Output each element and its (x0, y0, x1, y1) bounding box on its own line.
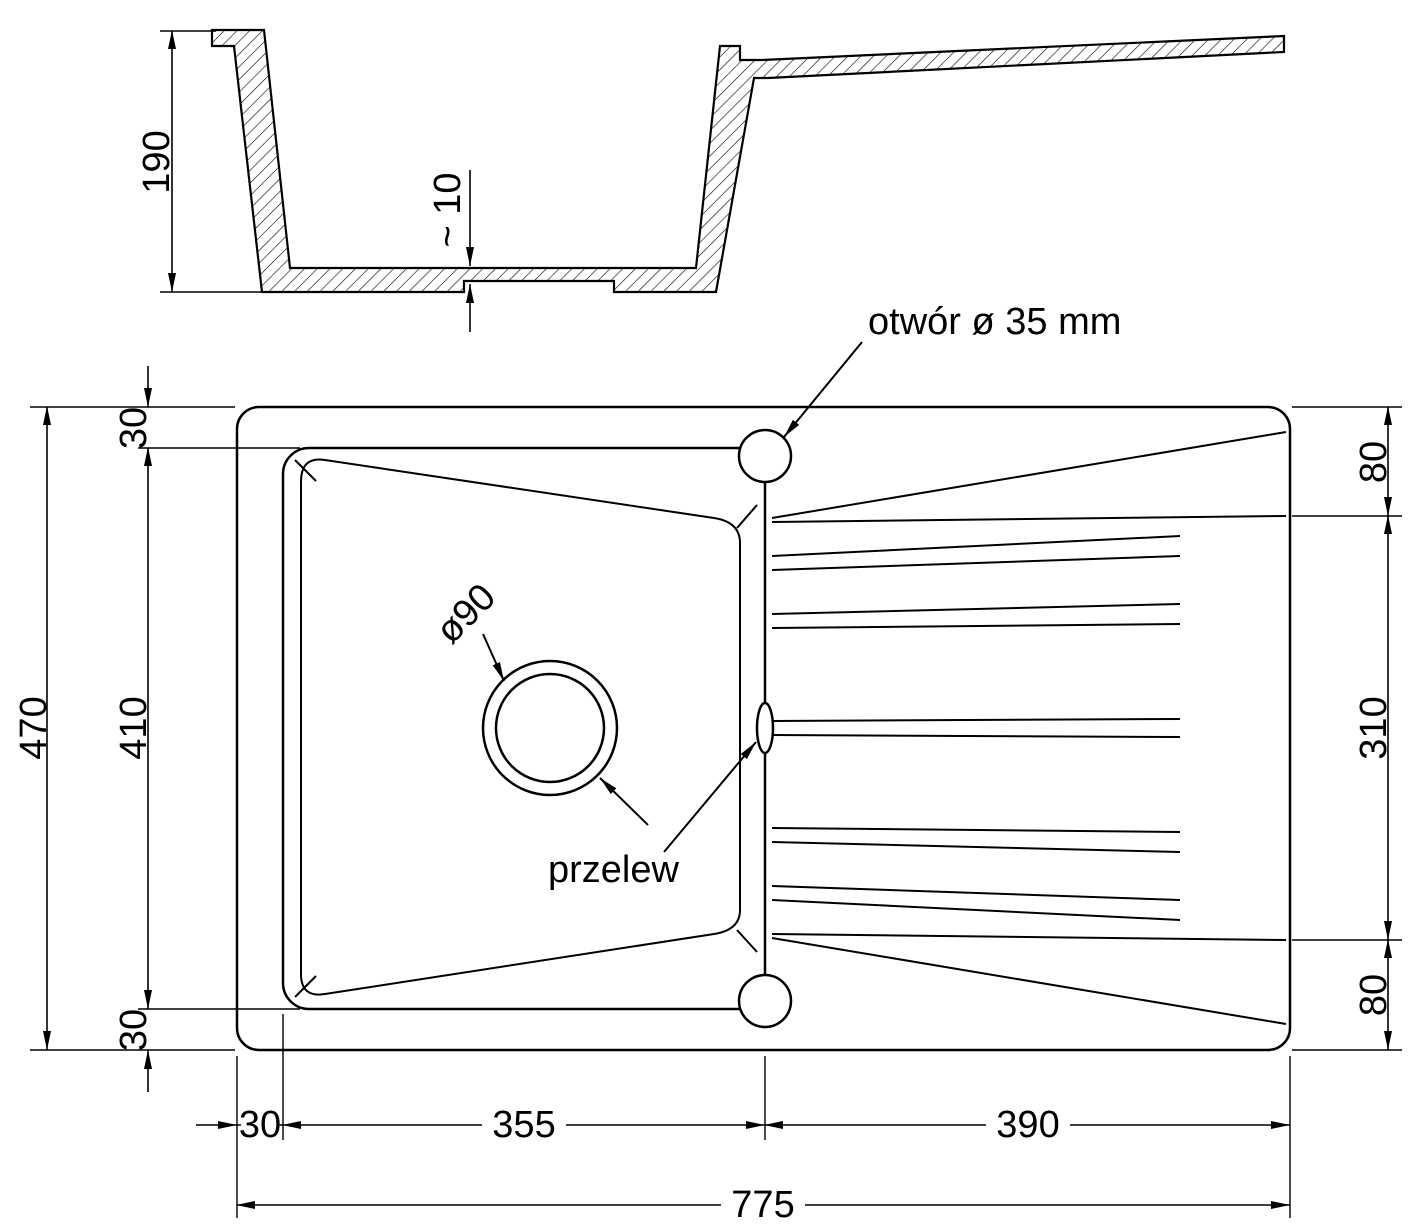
annotation-tap-hole: otwór ø 35 mm (783, 301, 1121, 438)
dim-right-top: 80 (1353, 441, 1395, 483)
overflow-label: przelew (548, 849, 679, 891)
dim-right-bottom: 80 (1353, 974, 1395, 1016)
plan-view: otwór ø 35 mm ø90 przelew (235, 301, 1292, 1052)
bowl-corner-chamfers (294, 459, 758, 998)
bowl-inner-outline (300, 458, 741, 996)
dim-depth-value: 190 (136, 130, 178, 193)
dim-right-middle: 310 (1353, 696, 1395, 759)
tap-hole-label: otwór ø 35 mm (868, 301, 1121, 343)
dim-drainer-width: 390 (996, 1104, 1059, 1146)
dim-bottom-margin: 30 (113, 1009, 155, 1051)
dim-inner-height: 410 (113, 696, 155, 759)
tap-hole-top (737, 428, 793, 484)
drain-hole (481, 659, 619, 797)
dim-overall-height: 470 (13, 696, 55, 759)
drain-outer-circle (481, 659, 619, 797)
dimension-bottom-thickness: ~ 10 (427, 170, 474, 332)
annotation-overflow: przelew (548, 741, 757, 891)
overflow-slot (755, 701, 775, 755)
drainboard-grooves (771, 431, 1287, 1025)
dim-left-margin: 30 (239, 1104, 281, 1146)
tap-hole-bottom (737, 973, 793, 1029)
dim-bowl-width: 355 (492, 1104, 555, 1146)
dimensions-left: 470 30 410 30 (13, 366, 300, 1092)
drain-inner-circle (494, 672, 606, 784)
dim-top-margin: 30 (113, 407, 155, 449)
dimensions-bottom: 30 355 390 775 (196, 1014, 1291, 1226)
cross-section-view: 190 ~ 10 (136, 28, 1286, 332)
dimensions-right: 80 310 80 (1292, 406, 1402, 1051)
dim-bottom-thickness-value: ~ 10 (427, 172, 469, 247)
sink-section-profile (210, 28, 1286, 294)
dim-overall-width: 775 (731, 1184, 794, 1226)
dimension-depth: 190 (136, 30, 266, 293)
